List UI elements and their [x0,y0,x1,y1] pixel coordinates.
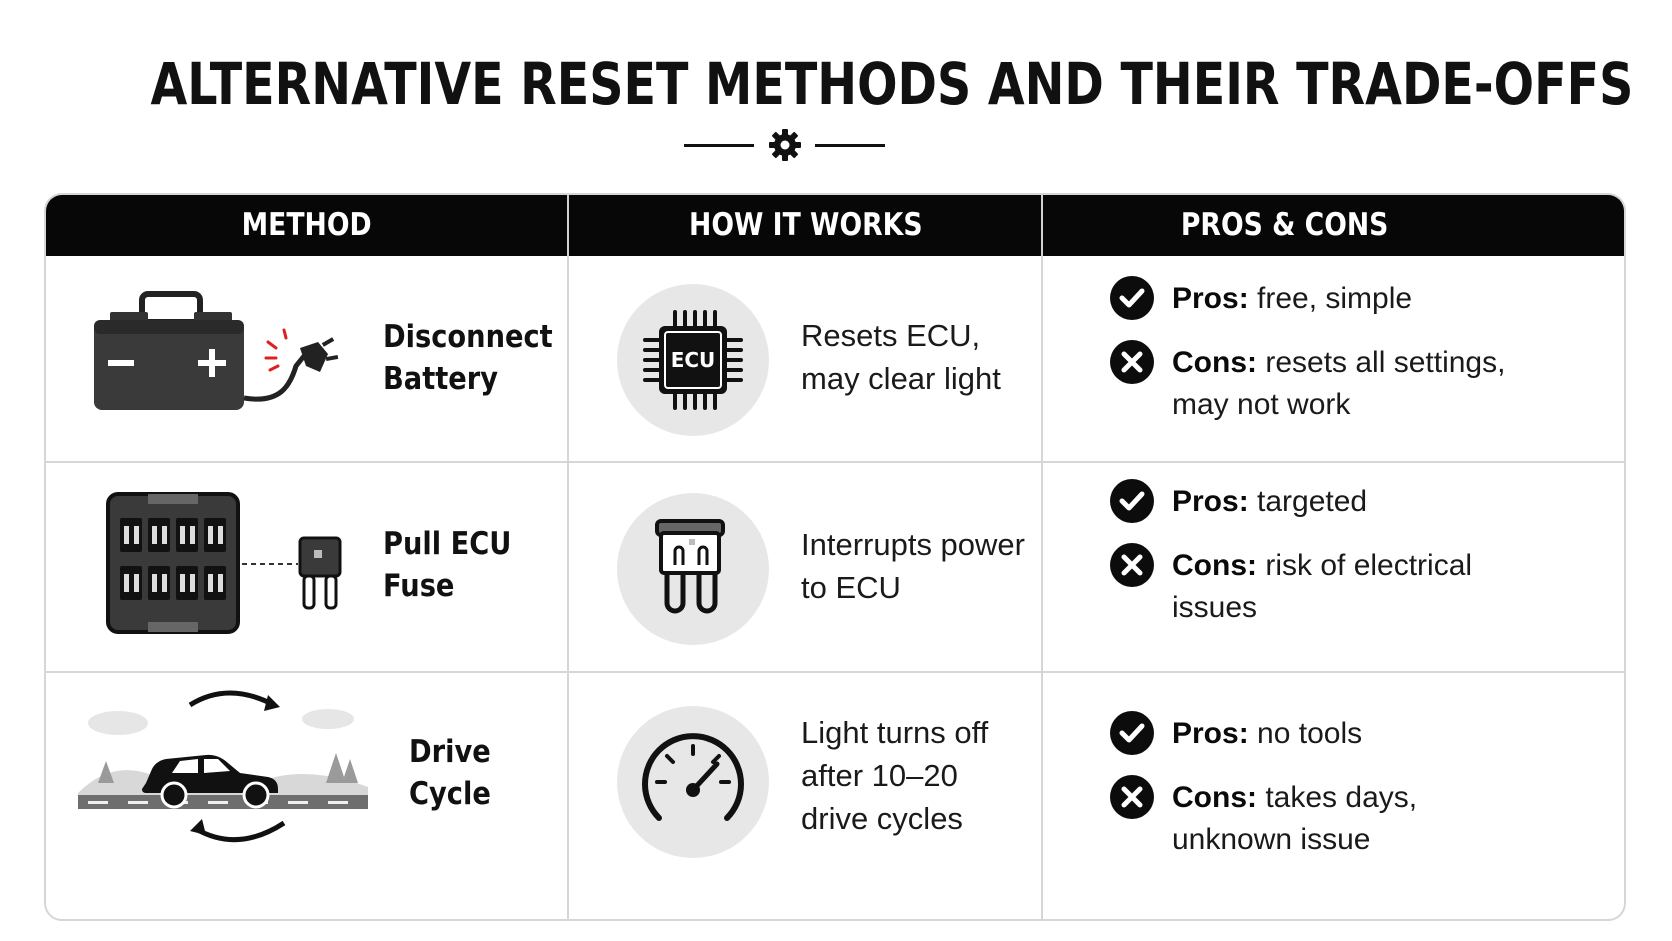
check-icon [1110,276,1154,320]
header-separator [567,195,569,256]
table-row: Drive Cycle Light turns off after 10–20 … [46,673,1624,919]
column-header-pros-cons: PROS & CONS [1180,207,1389,243]
fuse-icon [617,493,769,645]
column-header-how: HOW IT WORKS [688,207,923,243]
title-divider [0,128,1672,168]
car-drive-cycle-icon [78,690,368,843]
table-row: Disconnect Battery ECU Resets ECU, may c… [46,256,1624,461]
check-icon [1110,711,1154,755]
method-label: Pull ECU Fuse [383,526,512,604]
x-icon [1110,775,1154,819]
car-battery-icon [94,291,339,410]
row-divider [46,461,1624,463]
how-it-works-text: Resets ECU, may clear light [801,318,1001,396]
divider-line-right [815,144,885,147]
method-label: Drive Cycle [409,734,491,812]
page-title: ALTERNATIVE RESET METHODS AND THEIR TRAD… [150,50,1634,118]
divider-line-left [684,144,754,147]
column-divider [567,256,569,919]
method-label: Disconnect Battery [383,319,553,397]
how-it-works-text: Light turns off after 10–20 drive cycles [801,715,989,836]
header-separator [1041,195,1043,256]
column-header-method: METHOD [241,207,373,243]
ecu-chip-icon: ECU [617,284,769,436]
gear-icon [769,129,801,161]
table-header: METHOD HOW IT WORKS PROS & CONS [46,195,1624,256]
x-icon [1110,340,1154,384]
x-icon [1110,543,1154,587]
fuse-box-icon [106,492,342,634]
comparison-table: METHOD HOW IT WORKS PROS & CONS [44,193,1626,921]
speedometer-icon [617,706,769,858]
table-row: Pull ECU Fuse Interrupts power to ECU Pr… [46,463,1624,671]
how-it-works-text: Interrupts power to ECU [801,527,1025,605]
check-icon [1110,479,1154,523]
row-divider [46,671,1624,673]
column-divider [1041,256,1043,919]
ecu-chip-label: ECU [671,348,716,372]
